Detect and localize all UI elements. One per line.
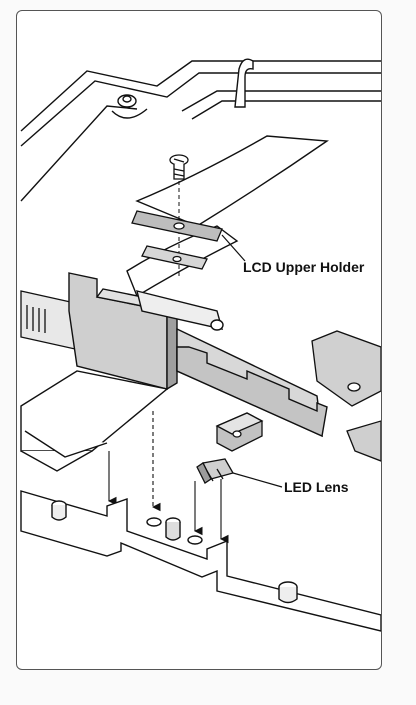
chassis-frame <box>20 60 381 202</box>
assembly-diagram <box>20 58 381 632</box>
led-lens-label: LED Lens <box>284 479 349 495</box>
screw <box>169 154 189 180</box>
block-bracket <box>215 412 264 452</box>
lcd-upper-holder-label: LCD Upper Holder <box>243 259 365 275</box>
left-rail <box>20 290 76 350</box>
screw-boss <box>111 94 148 119</box>
insertion-arrows <box>107 411 229 544</box>
latch-hook <box>234 58 254 108</box>
lcd-upper-holder-plate <box>131 210 223 270</box>
right-connector <box>311 330 381 462</box>
led-lens <box>196 458 234 484</box>
lower-panel <box>20 370 169 472</box>
base-chassis <box>20 490 381 632</box>
diagram-frame: LCD Upper Holder LED Lens <box>16 10 382 670</box>
led-lens-leader <box>232 472 283 488</box>
lcd-holder-bracket <box>68 272 328 438</box>
lcd-upper-holder-leader <box>221 234 246 262</box>
